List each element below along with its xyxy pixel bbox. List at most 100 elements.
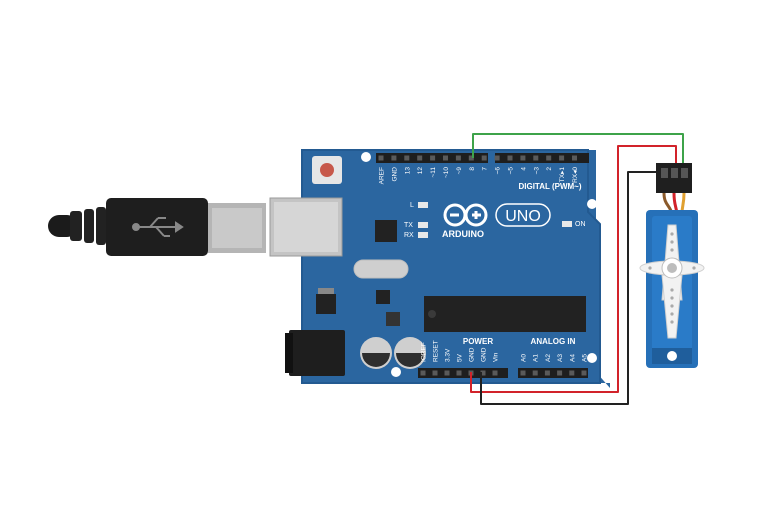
pin-label: 13 — [404, 167, 411, 175]
header-pin — [432, 370, 438, 376]
pin-label: ~5 — [508, 167, 515, 175]
header-pin — [443, 155, 448, 161]
servo-mount-hole — [667, 351, 677, 361]
ground-wire — [480, 171, 662, 405]
arduino-infinity-logo — [443, 203, 488, 227]
pin-label: A1 — [533, 354, 540, 362]
pin-label: A4 — [569, 354, 576, 362]
pin-label: ~6 — [495, 167, 502, 175]
usb-port-face — [274, 202, 338, 252]
pin-label: RX◂0 — [572, 167, 579, 183]
led-tx — [418, 222, 428, 228]
pin-label: 4 — [520, 167, 527, 171]
connector-pin — [661, 168, 668, 178]
analog-title: ANALOG IN — [531, 337, 576, 346]
pin-label: ~11 — [430, 167, 437, 178]
analog-header — [518, 368, 588, 378]
usb-symbol-icon — [132, 217, 184, 237]
model-label: UNO — [505, 208, 541, 225]
header-pin — [430, 155, 436, 161]
mounting-hole — [391, 367, 401, 377]
pin-label: A0 — [521, 354, 528, 362]
header-pin — [456, 370, 462, 376]
pin-label: RESET — [433, 340, 440, 362]
pin-label: A3 — [557, 354, 564, 362]
usb-cable-ridge — [96, 207, 106, 245]
power-jack-rim — [285, 333, 293, 373]
header-pin — [420, 370, 426, 376]
pin-label: TX▸1 — [559, 167, 566, 183]
led-rx-label: RX — [404, 232, 414, 239]
pin-label: GND — [391, 167, 398, 182]
power-header — [418, 368, 508, 378]
mounting-hole — [587, 353, 597, 363]
power-jack — [289, 330, 345, 376]
model-badge — [495, 203, 551, 227]
led-l — [418, 202, 428, 208]
header-pin — [391, 155, 397, 161]
header-pin — [532, 370, 538, 376]
header-pin — [520, 155, 526, 161]
voltage-regulator — [316, 294, 336, 314]
capacitor — [394, 337, 426, 369]
regulator-tab — [318, 288, 334, 294]
header-pin — [544, 370, 550, 376]
header-pin — [546, 155, 552, 161]
reset-button-cap[interactable] — [320, 163, 334, 177]
pin-label: 3.3V — [445, 348, 452, 362]
led-l-label: L — [410, 202, 414, 209]
usb-cable-ridge — [70, 211, 82, 241]
connector-pin — [671, 168, 678, 178]
header-pin — [455, 155, 461, 161]
header-pin — [569, 370, 575, 376]
header-pin — [468, 155, 474, 161]
header-pin — [480, 370, 486, 376]
pin-label: A2 — [545, 354, 552, 362]
pin-label: 2 — [546, 167, 553, 171]
usb-controller-chip — [375, 220, 397, 242]
header-pin — [444, 370, 450, 376]
header-pin — [557, 370, 563, 376]
pin-label: 8 — [469, 167, 476, 171]
power-wire — [470, 145, 677, 393]
pin-label: ~9 — [456, 167, 463, 175]
power-title: POWER — [463, 337, 493, 346]
led-on — [562, 221, 572, 227]
header-pin — [378, 155, 384, 161]
small-chip — [386, 312, 400, 326]
chip-notch — [428, 310, 436, 318]
header-pin — [520, 370, 526, 376]
servo-motor — [639, 163, 705, 368]
header-pin — [572, 155, 577, 161]
header-pin — [581, 370, 587, 376]
pin-label: IOREF — [421, 342, 428, 362]
atmega-chip — [424, 296, 586, 332]
header-pin — [417, 155, 423, 161]
pin-label: 7 — [482, 167, 489, 171]
usb-cable-ridge — [84, 209, 94, 243]
header-pin — [494, 155, 500, 161]
mounting-hole — [587, 199, 597, 209]
pin-label: 12 — [417, 167, 424, 175]
on-label: ON — [575, 221, 586, 228]
header-pin — [507, 155, 513, 161]
pin-label: ~3 — [533, 167, 540, 175]
signal-wire — [472, 133, 684, 164]
usb-cable — [48, 198, 266, 256]
brand-label: ARDUINO — [442, 229, 484, 239]
header-pin — [533, 155, 539, 161]
led-rx — [418, 232, 428, 238]
pin-label: Vin — [493, 352, 500, 362]
horn-screw-icon — [667, 263, 677, 273]
pin-label: AREF — [379, 167, 386, 184]
crystal-oscillator — [353, 259, 409, 279]
capacitor — [360, 337, 392, 369]
digital-header-2 — [495, 153, 589, 163]
pin-label: GND — [481, 347, 488, 362]
connector-pin — [681, 168, 688, 178]
